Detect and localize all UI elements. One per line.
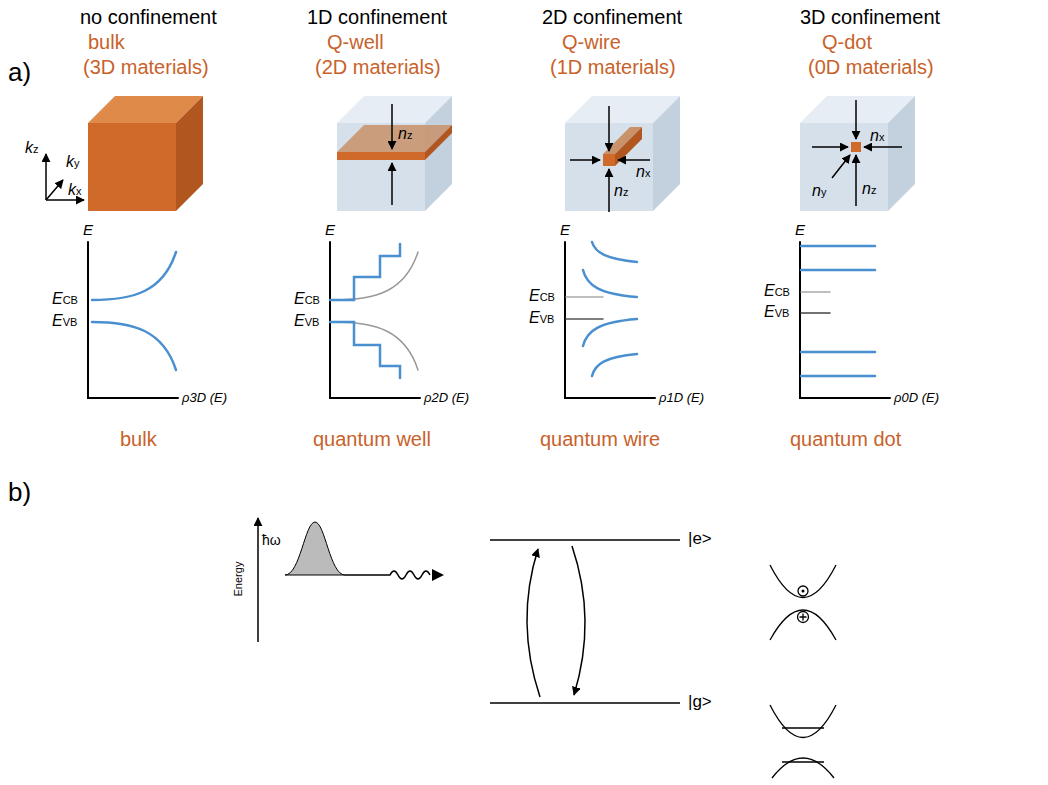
energy-axis-label: E — [795, 222, 805, 237]
band-edge-label: ECB — [764, 283, 790, 299]
column-heading: 2D confinement — [542, 6, 682, 29]
dos-plots — [88, 242, 890, 398]
well-cube — [337, 96, 452, 211]
column-heading: Q-well — [327, 31, 384, 54]
state-label: |g> — [688, 692, 712, 712]
panel-caption: quantum wire — [540, 428, 660, 451]
energy-axis-label: E — [83, 222, 93, 237]
axis-label: Energy — [232, 562, 244, 597]
confinement-label: nx — [870, 128, 884, 144]
confinement-label: nz — [862, 181, 876, 197]
dos-axis-label: ρ0D (E) — [894, 391, 939, 405]
column-heading: Q-dot — [822, 31, 872, 54]
panel-caption: quantum well — [313, 428, 431, 451]
band-edge-label: ECB — [294, 291, 320, 307]
axis-label: kz — [25, 140, 39, 156]
panel-letter: b) — [8, 478, 31, 508]
confinement-label: nz — [614, 183, 628, 199]
dos-axis-label: ρ3D (E) — [182, 391, 227, 405]
axis-label: kx — [68, 182, 82, 198]
column-heading: (1D materials) — [550, 56, 676, 79]
k-axes — [46, 154, 84, 200]
column-heading: bulk — [88, 31, 125, 54]
photon-label: ħω — [262, 532, 281, 548]
column-heading: (2D materials) — [315, 56, 441, 79]
column-heading: 1D confinement — [307, 6, 447, 29]
panel-caption: bulk — [120, 428, 157, 451]
band-edge-label: EVB — [52, 313, 77, 329]
band-edge-label: ECB — [529, 288, 555, 304]
bulk-cube — [88, 96, 203, 211]
state-label: |e> — [688, 529, 712, 549]
axis-label: ky — [66, 154, 80, 170]
energy-axis-label: E — [560, 222, 570, 237]
band-edge-label: EVB — [529, 310, 554, 326]
column-heading: no confinement — [80, 6, 217, 29]
column-heading: (0D materials) — [808, 56, 934, 79]
dos-axis-label: ρ1D (E) — [659, 391, 704, 405]
band-edge-label: ECB — [52, 291, 78, 307]
confinement-label: nz — [398, 126, 412, 142]
confinement-label: nx — [636, 164, 650, 180]
energy-axis-label: E — [325, 222, 335, 237]
panel-caption: quantum dot — [790, 428, 901, 451]
wire-cube — [565, 96, 680, 212]
dot-cube — [800, 96, 915, 211]
column-heading: 3D confinement — [800, 6, 940, 29]
column-heading: (3D materials) — [83, 56, 209, 79]
panel-letter: a) — [8, 58, 31, 88]
band-edge-label: EVB — [294, 313, 319, 329]
band-edge-label: EVB — [764, 304, 789, 320]
dos-axis-label: ρ2D (E) — [424, 391, 469, 405]
confinement-label: ny — [812, 183, 826, 199]
two-level-scheme — [258, 518, 836, 778]
column-heading: Q-wire — [562, 31, 621, 54]
